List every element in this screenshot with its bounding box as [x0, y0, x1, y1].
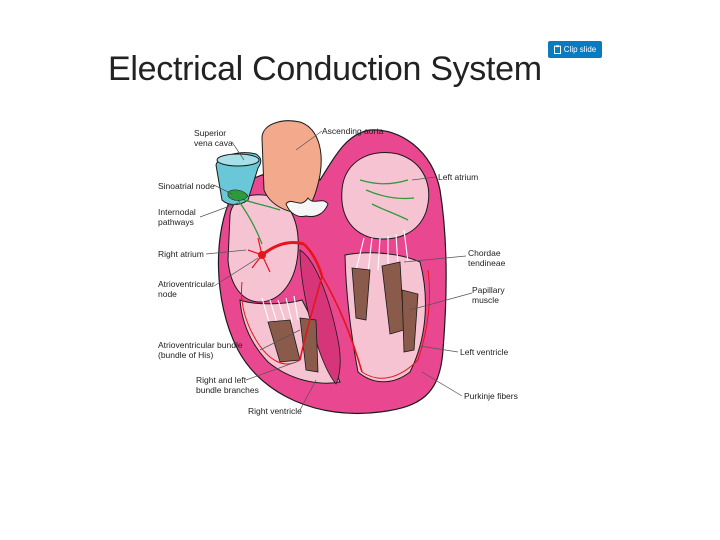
atrioventricular-node [258, 251, 266, 259]
ascending-aorta [261, 120, 322, 213]
label-bundle-of-his: Atrioventricular bundle(bundle of His) [158, 340, 243, 360]
label-ascending-aorta: Ascending aorta [322, 126, 384, 136]
conduction-system [241, 237, 430, 379]
aortic-valve [285, 197, 329, 217]
clip-slide-button[interactable]: Clip slide [548, 41, 602, 58]
interventricular-septum [299, 249, 341, 385]
label-right-ventricle: Right ventricle [248, 406, 302, 416]
slide-title: Electrical Conduction System [108, 50, 542, 88]
chordae-tendineae [261, 229, 409, 327]
label-purkinje-fibers: Purkinje fibers [464, 391, 518, 401]
label-left-atrium: Left atrium [438, 172, 478, 182]
label-left-ventricle: Left ventricle [460, 347, 508, 357]
clip-slide-label: Clip slide [563, 45, 597, 54]
clipboard-icon [553, 45, 561, 54]
label-right-atrium: Right atrium [158, 249, 204, 259]
leader-lines [199, 130, 473, 411]
label-sinoatrial-node: Sinoatrial node [158, 181, 215, 191]
sinoatrial-node [227, 189, 249, 201]
internodal-pathways [233, 179, 415, 245]
papillary-muscles [267, 261, 419, 373]
